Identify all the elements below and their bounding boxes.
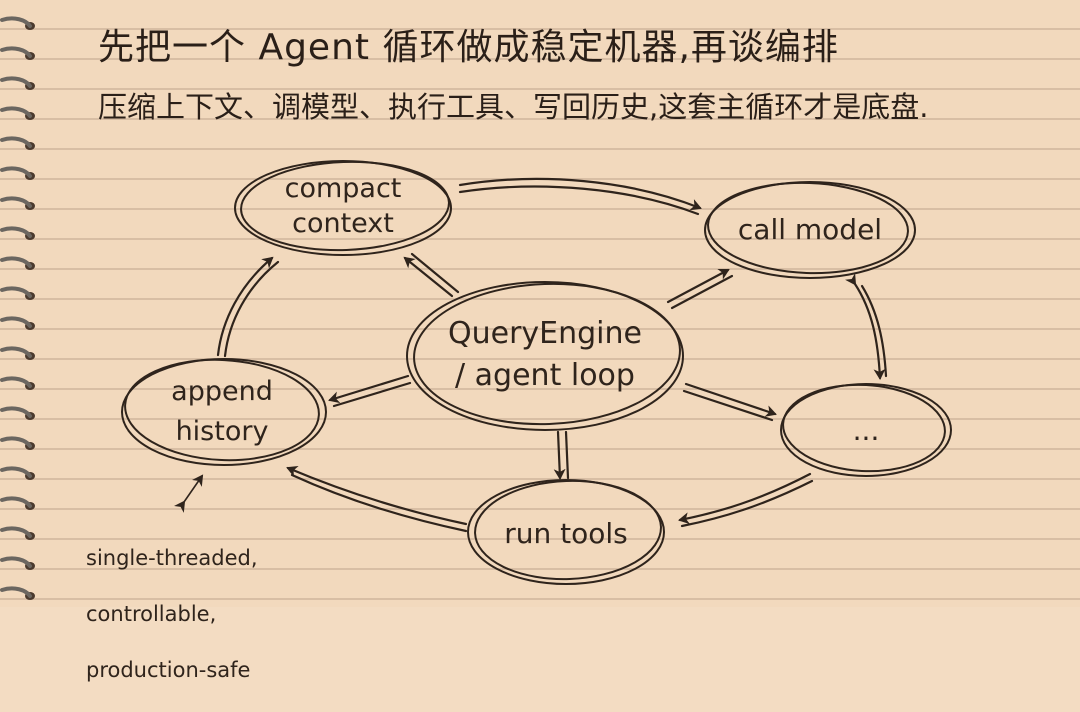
spiral-ring [0, 166, 32, 178]
compact-label-line2: context [292, 208, 394, 239]
page-subtitle: 压缩上下文、调模型、执行工具、写回历史,这套主循环才是底盘. [98, 90, 929, 124]
query-engine-node [406, 281, 684, 431]
append-label-line1: append [171, 376, 273, 407]
spiral-ring [0, 586, 32, 598]
spiral-ring [0, 16, 32, 28]
spiral-ring [0, 226, 32, 238]
arrow-engine-to-history [328, 374, 410, 404]
page-title: 先把一个 Agent 循环做成稳定机器,再谈编排 [98, 27, 839, 68]
spiral-ring [0, 406, 32, 418]
call-model-node [704, 181, 916, 279]
spiral-ring [0, 76, 32, 88]
engine-label-line1: QueryEngine [448, 316, 642, 351]
arrow-history-to-compact [216, 256, 274, 357]
arrow-tools-to-history [286, 465, 468, 526]
append-history-node [121, 358, 327, 466]
note-line-1: single-threaded, [86, 546, 258, 570]
spiral-ring [0, 466, 32, 478]
spiral-ring [0, 136, 32, 148]
spiral-ring [0, 256, 32, 268]
note-line-2: controllable, [86, 602, 217, 626]
spiral-ring [0, 526, 32, 538]
run-tools-label: run tools [504, 517, 628, 550]
arrow-model-to-ellipsis [845, 273, 886, 380]
loop-properties-note: single-threaded, controllable, productio… [86, 516, 258, 712]
engine-label-line2: / agent loop [455, 358, 635, 393]
agent-loop-diagram: compact context call model QueryEngine /… [121, 160, 952, 585]
compact-context-node [234, 160, 452, 256]
spiral-ring [0, 376, 32, 388]
arrow-compact-to-model [458, 177, 702, 211]
spiral-ring [0, 46, 32, 58]
compact-label-line1: compact [285, 173, 402, 204]
arrow-engine-to-compact [403, 256, 454, 298]
arrow-note [173, 474, 204, 513]
spiral-ring [0, 316, 32, 328]
spiral-binding [0, 16, 35, 600]
append-label-line2: history [176, 416, 269, 447]
ellipsis-label: ... [853, 414, 880, 447]
note-line-3: production-safe [86, 658, 251, 682]
spiral-ring [0, 556, 32, 568]
ellipsis-node [780, 383, 952, 477]
arrow-ellipsis-to-tools [678, 472, 812, 525]
spiral-ring [0, 496, 32, 508]
arrow-engine-to-ellipsis [684, 382, 777, 417]
call-model-label: call model [738, 213, 882, 246]
spiral-ring [0, 286, 32, 298]
spiral-ring [0, 346, 32, 358]
spiral-ring [0, 106, 32, 118]
arrow-engine-to-model [666, 268, 730, 304]
spiral-ring [0, 196, 32, 208]
spiral-ring [0, 436, 32, 448]
arrow-engine-to-tools [553, 430, 566, 480]
run-tools-node [467, 479, 665, 585]
